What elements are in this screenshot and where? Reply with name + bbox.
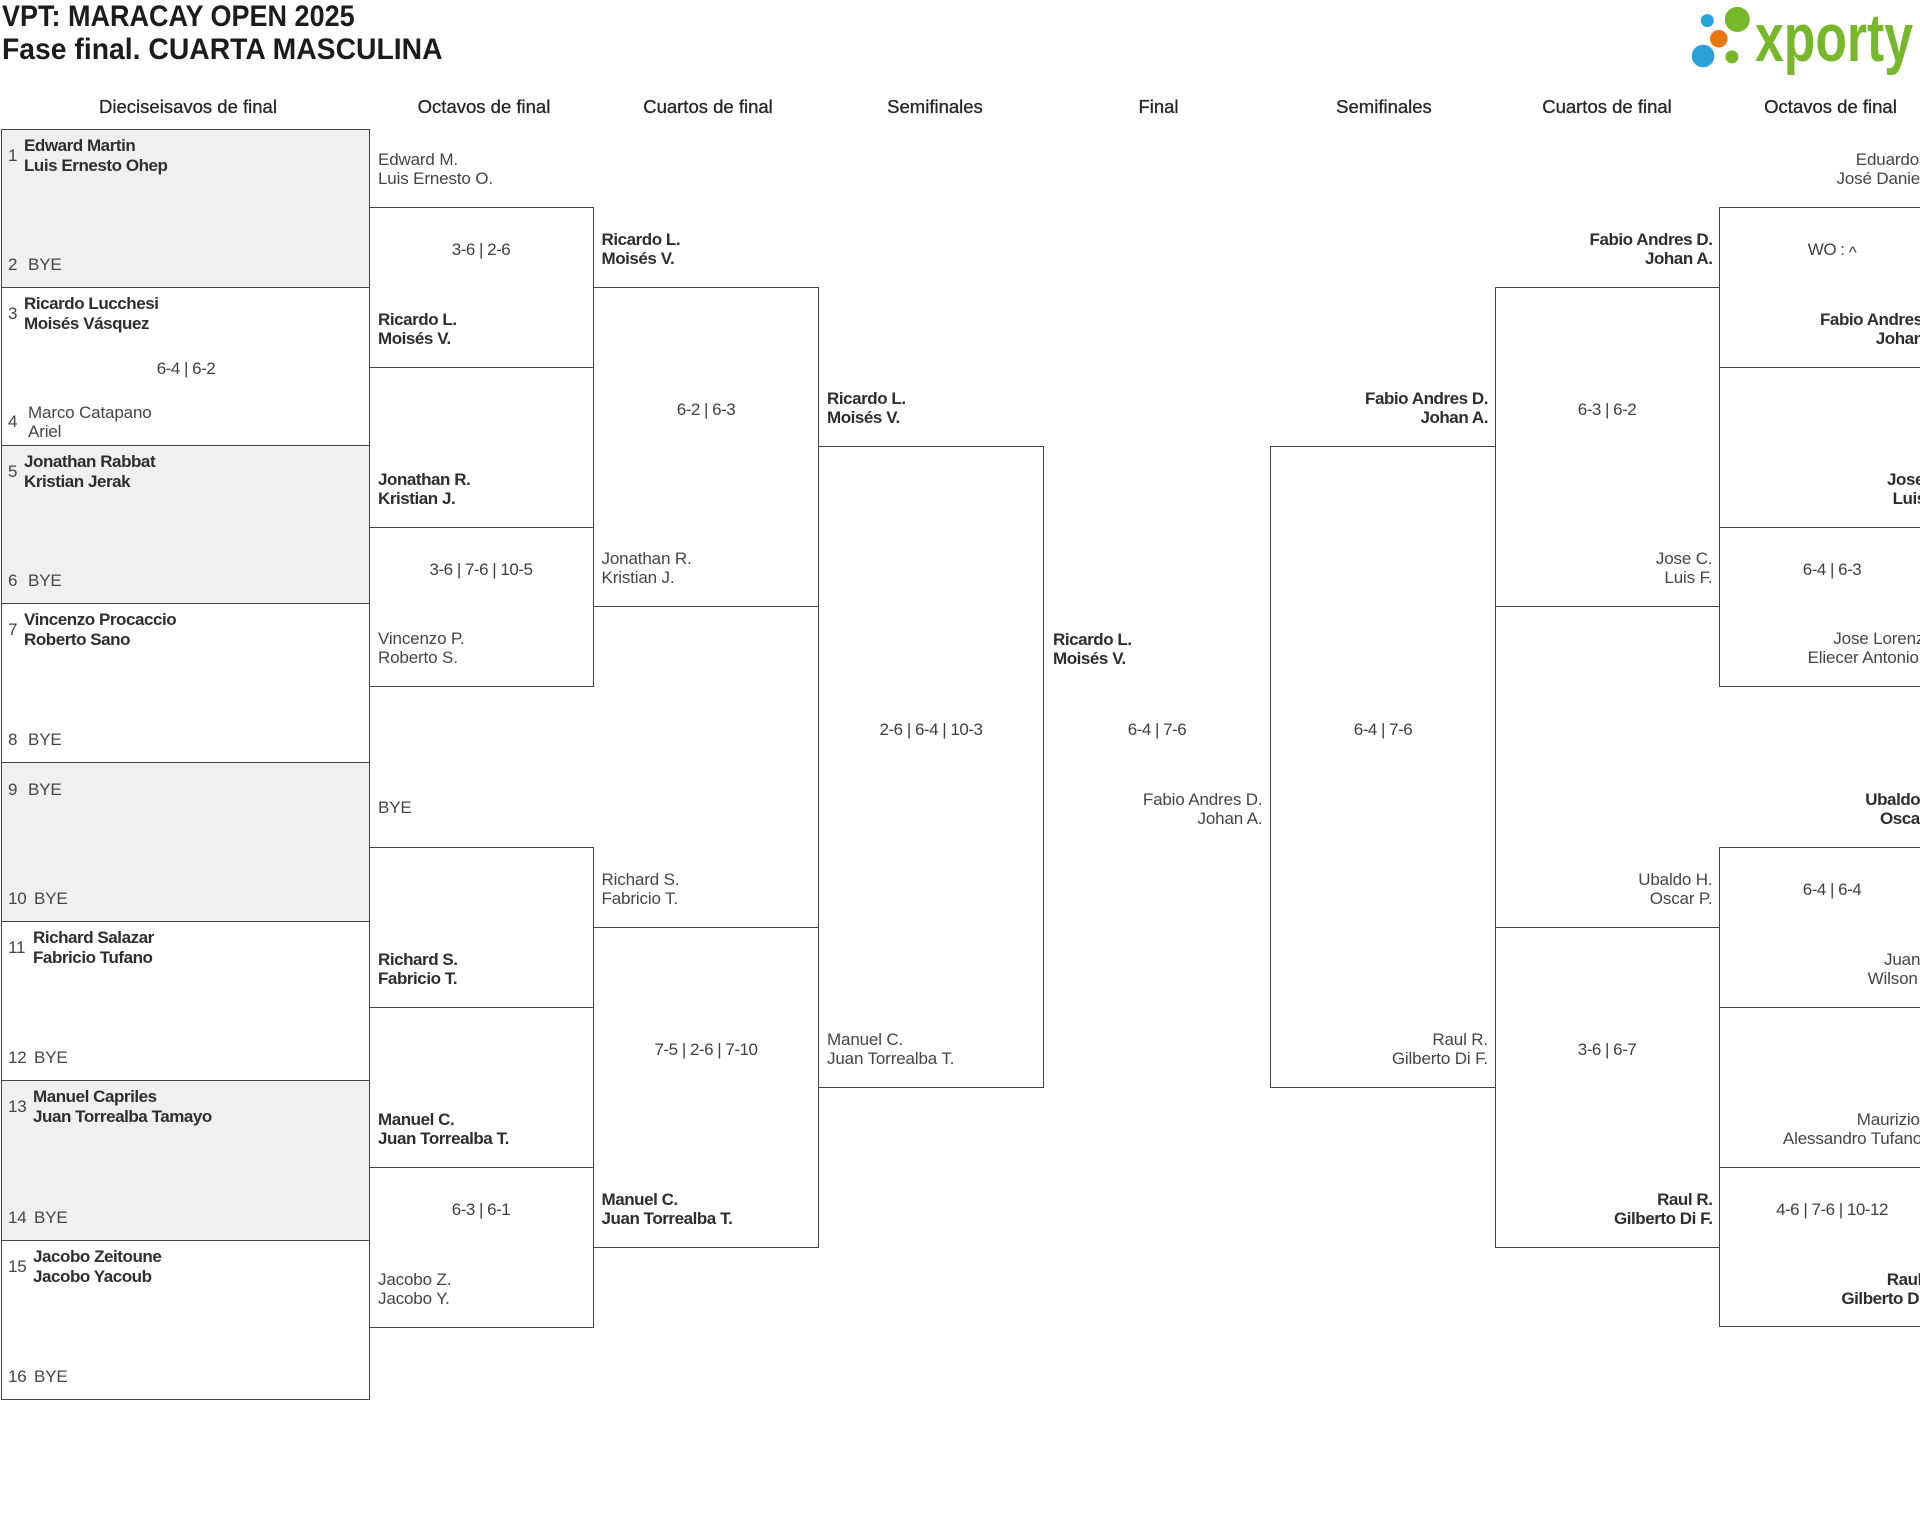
svg-text:xporty: xporty <box>1755 4 1913 76</box>
